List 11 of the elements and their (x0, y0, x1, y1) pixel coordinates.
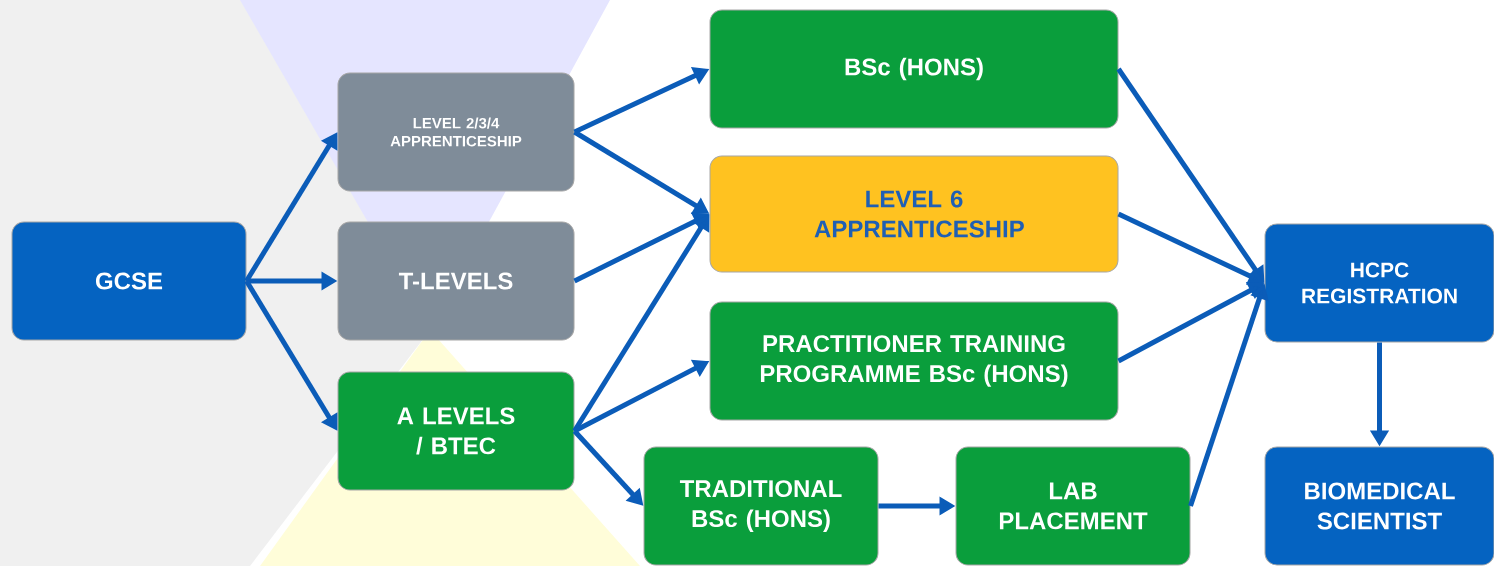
process-box: LAB PLACEMENT (955, 446, 1191, 566)
process-box: GCSE (11, 221, 247, 341)
process-box: LEVEL 6 APPRENTICESHIP (709, 155, 1119, 273)
process-box: TRADITIONAL BSc (HONS) (643, 446, 879, 566)
process-box: PRACTITIONER TRAINING PROGRAMME BSc (HONS) (709, 301, 1119, 421)
process-box: LEVEL 2/3/4 APPRENTICESHIP (337, 72, 575, 192)
process-box: BSc (HONS) (709, 9, 1119, 129)
process-box: T-LEVELS (337, 221, 575, 341)
process-box: HCPC REGISTRATION (1264, 223, 1494, 343)
process-box: BIOMEDICAL SCIENTIST (1264, 446, 1494, 566)
process-box: A LEVELS / BTEC (337, 371, 575, 491)
